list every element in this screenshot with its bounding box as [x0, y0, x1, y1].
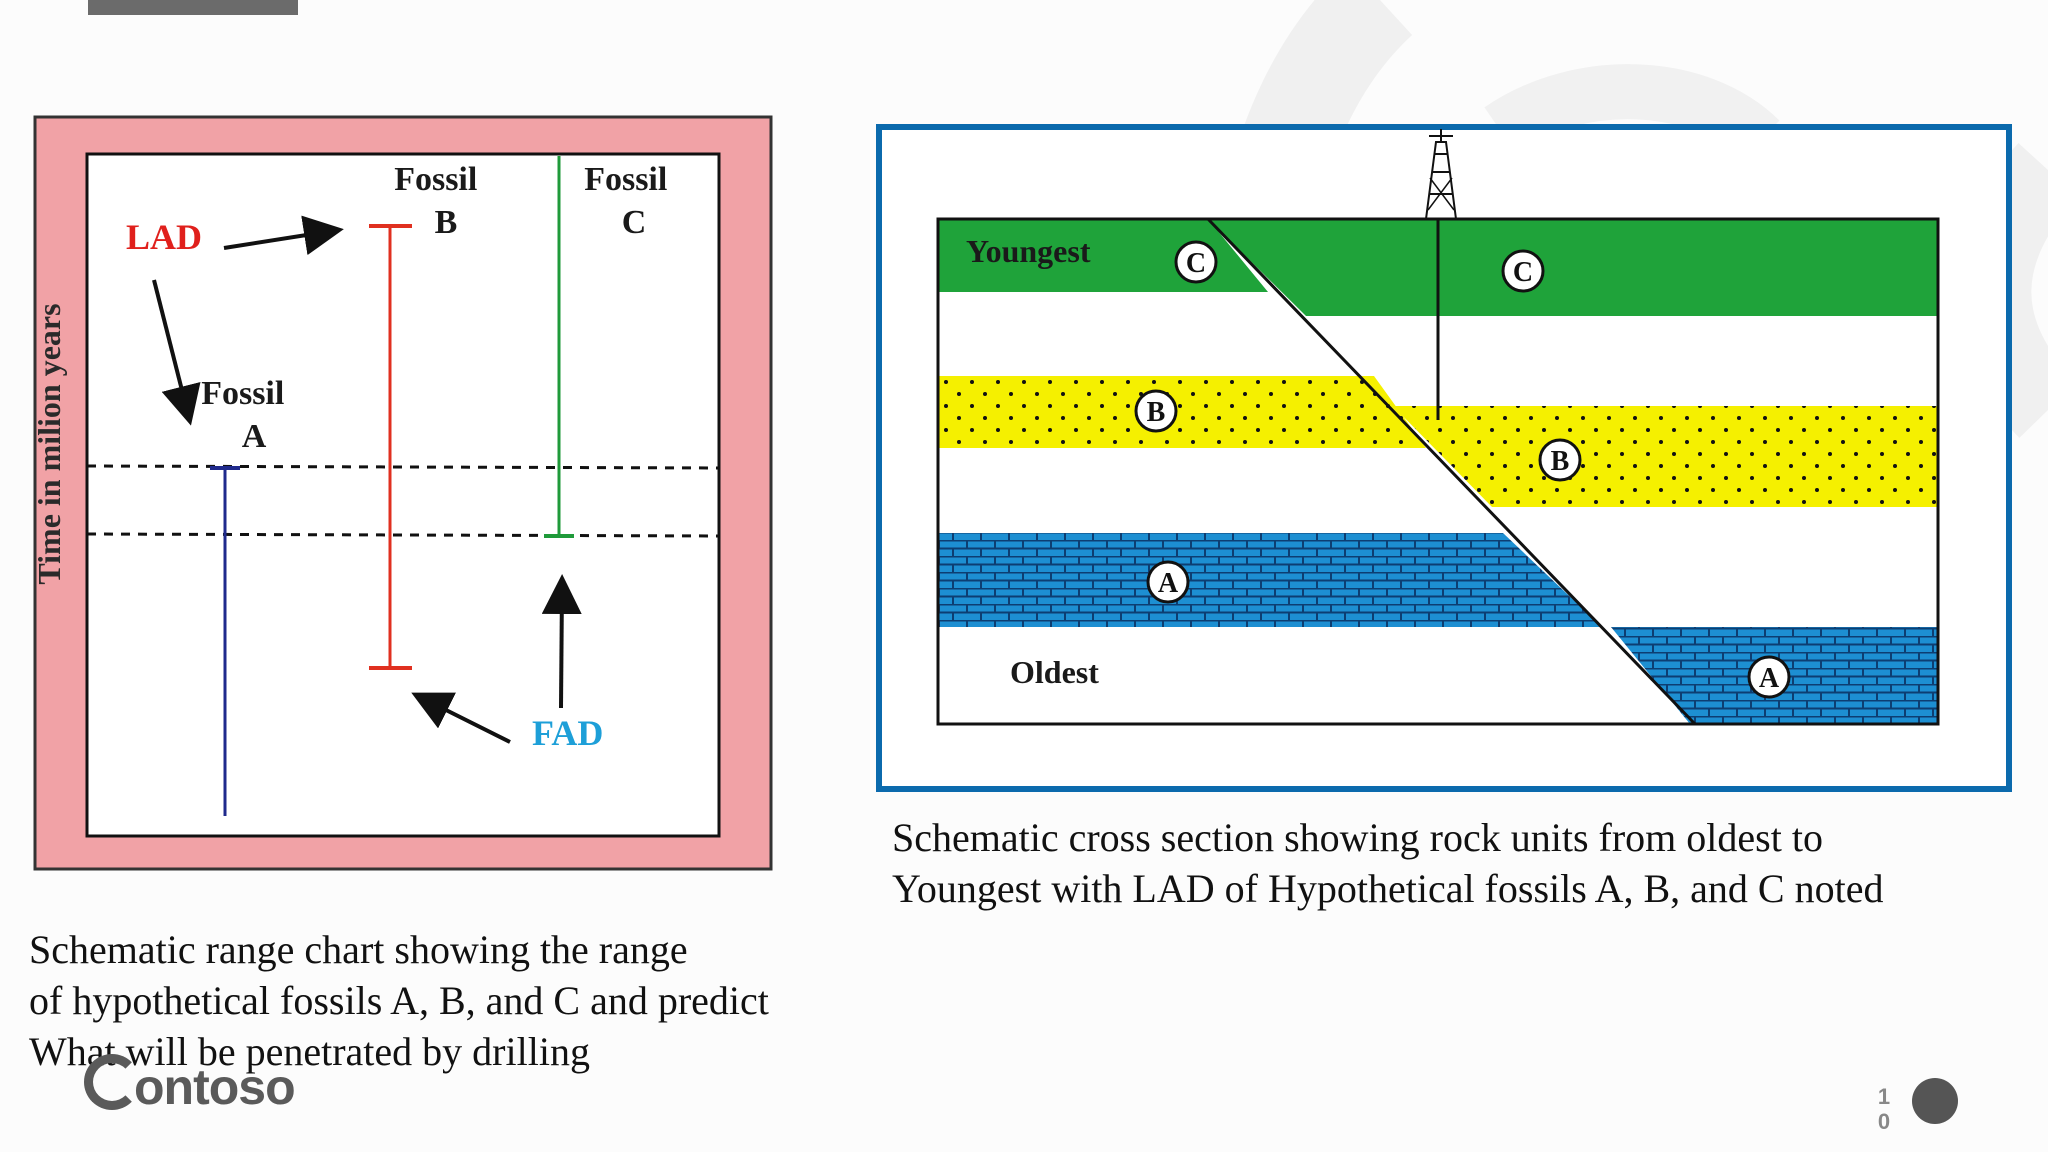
unit-c-right-block: [1208, 219, 1938, 316]
svg-text:C: C: [1186, 248, 1206, 279]
fossil-b-label: Fossil B: [394, 161, 486, 241]
lad-arrow-to-fossil-b: [223, 215, 344, 256]
svg-text:A: A: [1759, 663, 1780, 694]
top-accent-bar: [88, 0, 298, 15]
svg-text:B: B: [1551, 446, 1570, 477]
fad-dashed-line-upper: [86, 464, 720, 470]
range-chart-caption: Schematic range chart showing the range …: [29, 927, 769, 1074]
lad-label: LAD: [126, 217, 202, 257]
fad-arrow-to-fossil-c: [541, 574, 582, 709]
marker-a-left: A: [1146, 560, 1190, 604]
svg-text:C: C: [1513, 257, 1533, 288]
oldest-label: Oldest: [1010, 654, 1099, 690]
cross-section-caption: Schematic cross section showing rock uni…: [892, 815, 1884, 911]
page-number: 1 0: [1877, 1084, 1891, 1134]
fossil-c-label: Fossil C: [584, 161, 676, 241]
unit-a-left-block: [938, 533, 1602, 627]
lad-arrow-to-fossil-a: [152, 279, 201, 426]
marker-c-right: C: [1501, 249, 1545, 293]
marker-a-right: A: [1747, 655, 1791, 699]
unit-b-right-block: [1393, 406, 1938, 507]
page-indicator-dot: [1912, 1078, 1958, 1124]
range-chart-plot-area: [85, 152, 721, 838]
unit-b-left-block: [938, 376, 1426, 448]
y-axis-label: Time in milion years: [32, 303, 67, 584]
svg-text:B: B: [1147, 397, 1166, 428]
marker-b-right: B: [1538, 438, 1582, 482]
svg-text:A: A: [1158, 568, 1179, 599]
cross-section-diagram: Youngest Oldest C C B B A A: [876, 124, 2012, 792]
fad-label: FAD: [532, 713, 603, 753]
marker-b-left: B: [1134, 389, 1178, 433]
range-chart: Time in milion years Fossil B Fossil C F…: [32, 115, 773, 871]
fad-dashed-line-lower: [86, 532, 720, 538]
fault-line: [1206, 217, 1697, 726]
contoso-logo: ontoso: [84, 1054, 296, 1116]
fossil-a-label: Fossil A: [201, 375, 293, 455]
marker-c-left: C: [1174, 240, 1218, 284]
drill-rig-icon: [1424, 129, 1458, 220]
youngest-label: Youngest: [966, 233, 1091, 269]
fad-arrow-to-fossil-b: [411, 692, 511, 744]
